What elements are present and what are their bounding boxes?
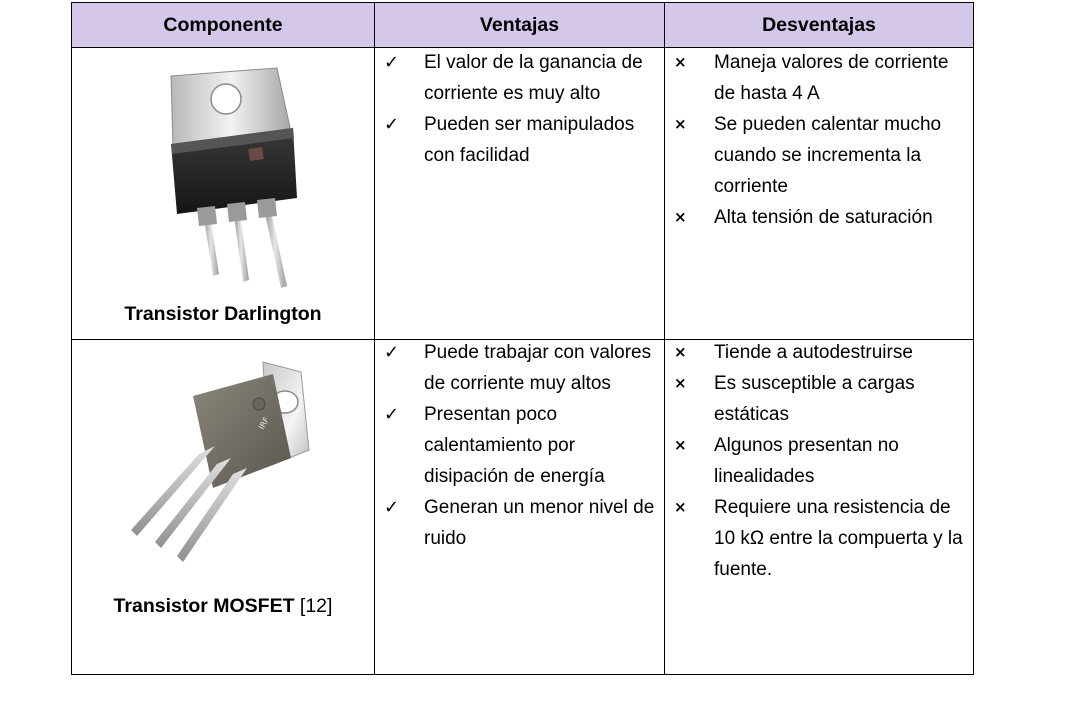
x-mark-icon: × [674, 374, 687, 392]
check-mark-icon: ✓ [384, 497, 400, 518]
check-mark-icon: ✓ [384, 114, 400, 135]
component-cell: Transistor Darlington [71, 47, 375, 340]
ventajas-list: ✓ Puede trabajar con valores de corriente… [375, 337, 664, 554]
desventaja-text: Alta tensión de saturación [714, 207, 933, 228]
list-item: ✓ Presentan poco calentamiento por disipa… [375, 399, 664, 492]
list-item: × Maneja valores de corriente de hasta 4 … [665, 47, 973, 109]
list-item: × Requiere una resistencia de 10 kΩ entre… [665, 492, 973, 585]
list-item: ✓ El valor de la ganancia de corriente es… [375, 47, 664, 109]
desventaja-text: Tiende a autodestruirse [714, 342, 913, 363]
check-mark-icon: ✓ [384, 342, 400, 363]
comparison-table: Componente Ventajas Desventajas [71, 2, 974, 675]
list-item: ✓ Pueden ser manipulados con facilidad [375, 109, 664, 171]
table-row: Transistor Darlington ✓ El valor de la ga… [71, 47, 974, 340]
component-name-text: Transistor Darlington [124, 303, 322, 325]
desventaja-text: Requiere una resistencia de 10 kΩ entre … [714, 497, 963, 580]
list-item: × Tiende a autodestruirse [665, 337, 973, 368]
check-mark-icon: ✓ [384, 404, 400, 425]
desventajas-list: × Maneja valores de corriente de hasta 4 … [665, 47, 973, 233]
component-name: Transistor Darlington [72, 303, 374, 326]
list-item: ✓ Puede trabajar con valores de corriente… [375, 337, 664, 399]
desventajas-list: × Tiende a autodestruirse × Es susceptible… [665, 337, 973, 585]
list-item: × Algunos presentan no linealidades [665, 430, 973, 492]
component-cell: IRF Transistor MOSFET [12] [71, 339, 375, 675]
desventajas-cell: × Tiende a autodestruirse × Es susceptible… [664, 337, 974, 675]
component-name: Transistor MOSFET [12] [72, 595, 374, 618]
ventajas-cell: ✓ Puede trabajar con valores de corriente… [374, 337, 665, 675]
list-item: × Es susceptible a cargas estáticas [665, 368, 973, 430]
header-ventajas: Ventajas [374, 2, 665, 48]
x-mark-icon: × [674, 115, 687, 133]
list-item: × Alta tensión de saturación [665, 202, 973, 233]
x-mark-icon: × [674, 343, 687, 361]
x-mark-icon: × [674, 498, 687, 516]
ventaja-text: Presentan poco calentamiento por disipac… [424, 404, 605, 487]
header-componente: Componente [71, 2, 375, 48]
x-mark-icon: × [674, 436, 687, 454]
ventaja-text: El valor de la ganancia de corriente es … [424, 52, 643, 104]
desventajas-cell: × Maneja valores de corriente de hasta 4 … [664, 47, 974, 340]
table-row: IRF Transistor MOSFET [12] ✓ Puede trabaj… [71, 337, 974, 675]
component-name-text: Transistor MOSFET [113, 595, 295, 617]
desventaja-text: Se pueden calentar mucho cuando se incre… [714, 114, 942, 197]
header-desventajas: Desventajas [664, 2, 974, 48]
desventaja-text: Algunos presentan no linealidades [714, 435, 899, 487]
desventaja-text: Es susceptible a cargas estáticas [714, 373, 915, 425]
ventaja-text: Puede trabajar con valores de corriente … [424, 342, 652, 394]
list-item: × Se pueden calentar mucho cuando se incr… [665, 109, 973, 202]
ventajas-list: ✓ El valor de la ganancia de corriente es… [375, 47, 664, 171]
x-mark-icon: × [674, 208, 687, 226]
ventaja-text: Generan un menor nivel de ruido [424, 497, 655, 549]
header-row: Componente Ventajas Desventajas [71, 2, 974, 48]
darlington-transistor-image [170, 67, 297, 288]
x-mark-icon: × [674, 53, 687, 71]
check-mark-icon: ✓ [384, 52, 400, 73]
component-reference: [12] [299, 595, 333, 617]
ventajas-cell: ✓ El valor de la ganancia de corriente es… [374, 47, 665, 340]
desventaja-text: Maneja valores de corriente de hasta 4 A [714, 52, 949, 104]
ventaja-text: Pueden ser manipulados con facilidad [424, 114, 635, 166]
mosfet-transistor-image: IRF [131, 361, 310, 562]
list-item: ✓ Generan un menor nivel de ruido [375, 492, 664, 554]
